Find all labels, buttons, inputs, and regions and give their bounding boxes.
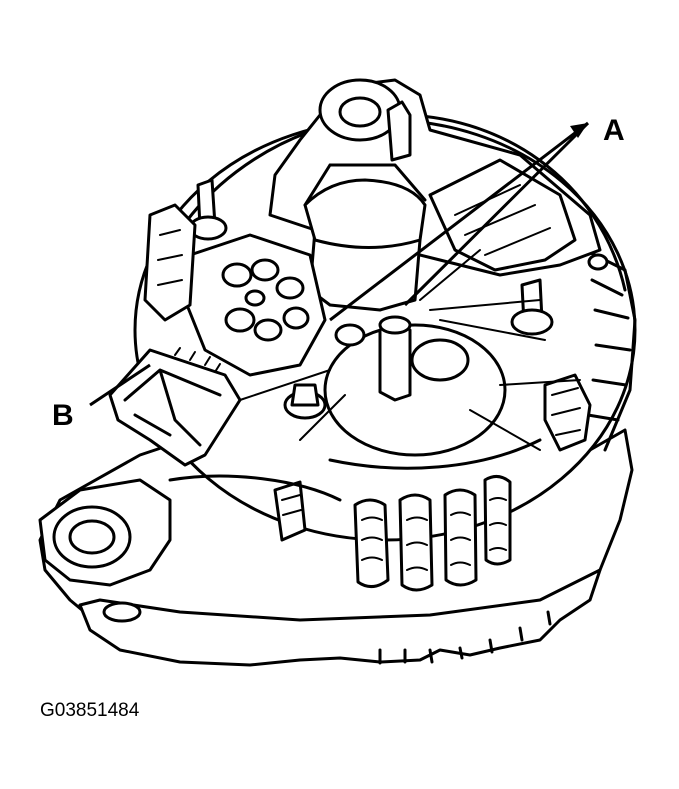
bottom-flange (78, 568, 602, 667)
alternator-illustration (38, 78, 637, 667)
leader-a (329, 121, 590, 322)
connector-b (108, 348, 242, 467)
cooling-slots (273, 475, 512, 592)
lower-left-bolt-head (290, 383, 320, 407)
left-bracket-detail (157, 229, 183, 286)
callout-b: B (52, 399, 74, 432)
figure-code: G03851484 (40, 700, 140, 721)
right-stud-nut (510, 308, 554, 336)
top-boss-inner (338, 96, 382, 128)
center-nut (334, 323, 366, 347)
regulator-cap (303, 178, 427, 249)
left-bracket (143, 203, 197, 322)
right-clip-detail (551, 387, 581, 436)
right-ribs (583, 248, 637, 452)
shaft-tip (378, 315, 412, 335)
callout-a: A (603, 114, 625, 147)
regulator-cap-top (303, 163, 427, 207)
flange-teeth (378, 610, 552, 665)
shaft-boss-inner (410, 338, 470, 382)
top-stud (386, 100, 412, 162)
right-edge-pin (587, 253, 609, 271)
frame-webs (239, 249, 581, 451)
lower-rim (168, 438, 542, 502)
rectifier-diodes (221, 258, 310, 342)
leader-b (89, 363, 151, 407)
mounting-hole-inner (68, 519, 116, 555)
bottom-bolt (102, 601, 142, 623)
connector-pins (174, 347, 221, 373)
connector-b-face (123, 368, 222, 447)
leader-a-arrows (570, 123, 588, 138)
